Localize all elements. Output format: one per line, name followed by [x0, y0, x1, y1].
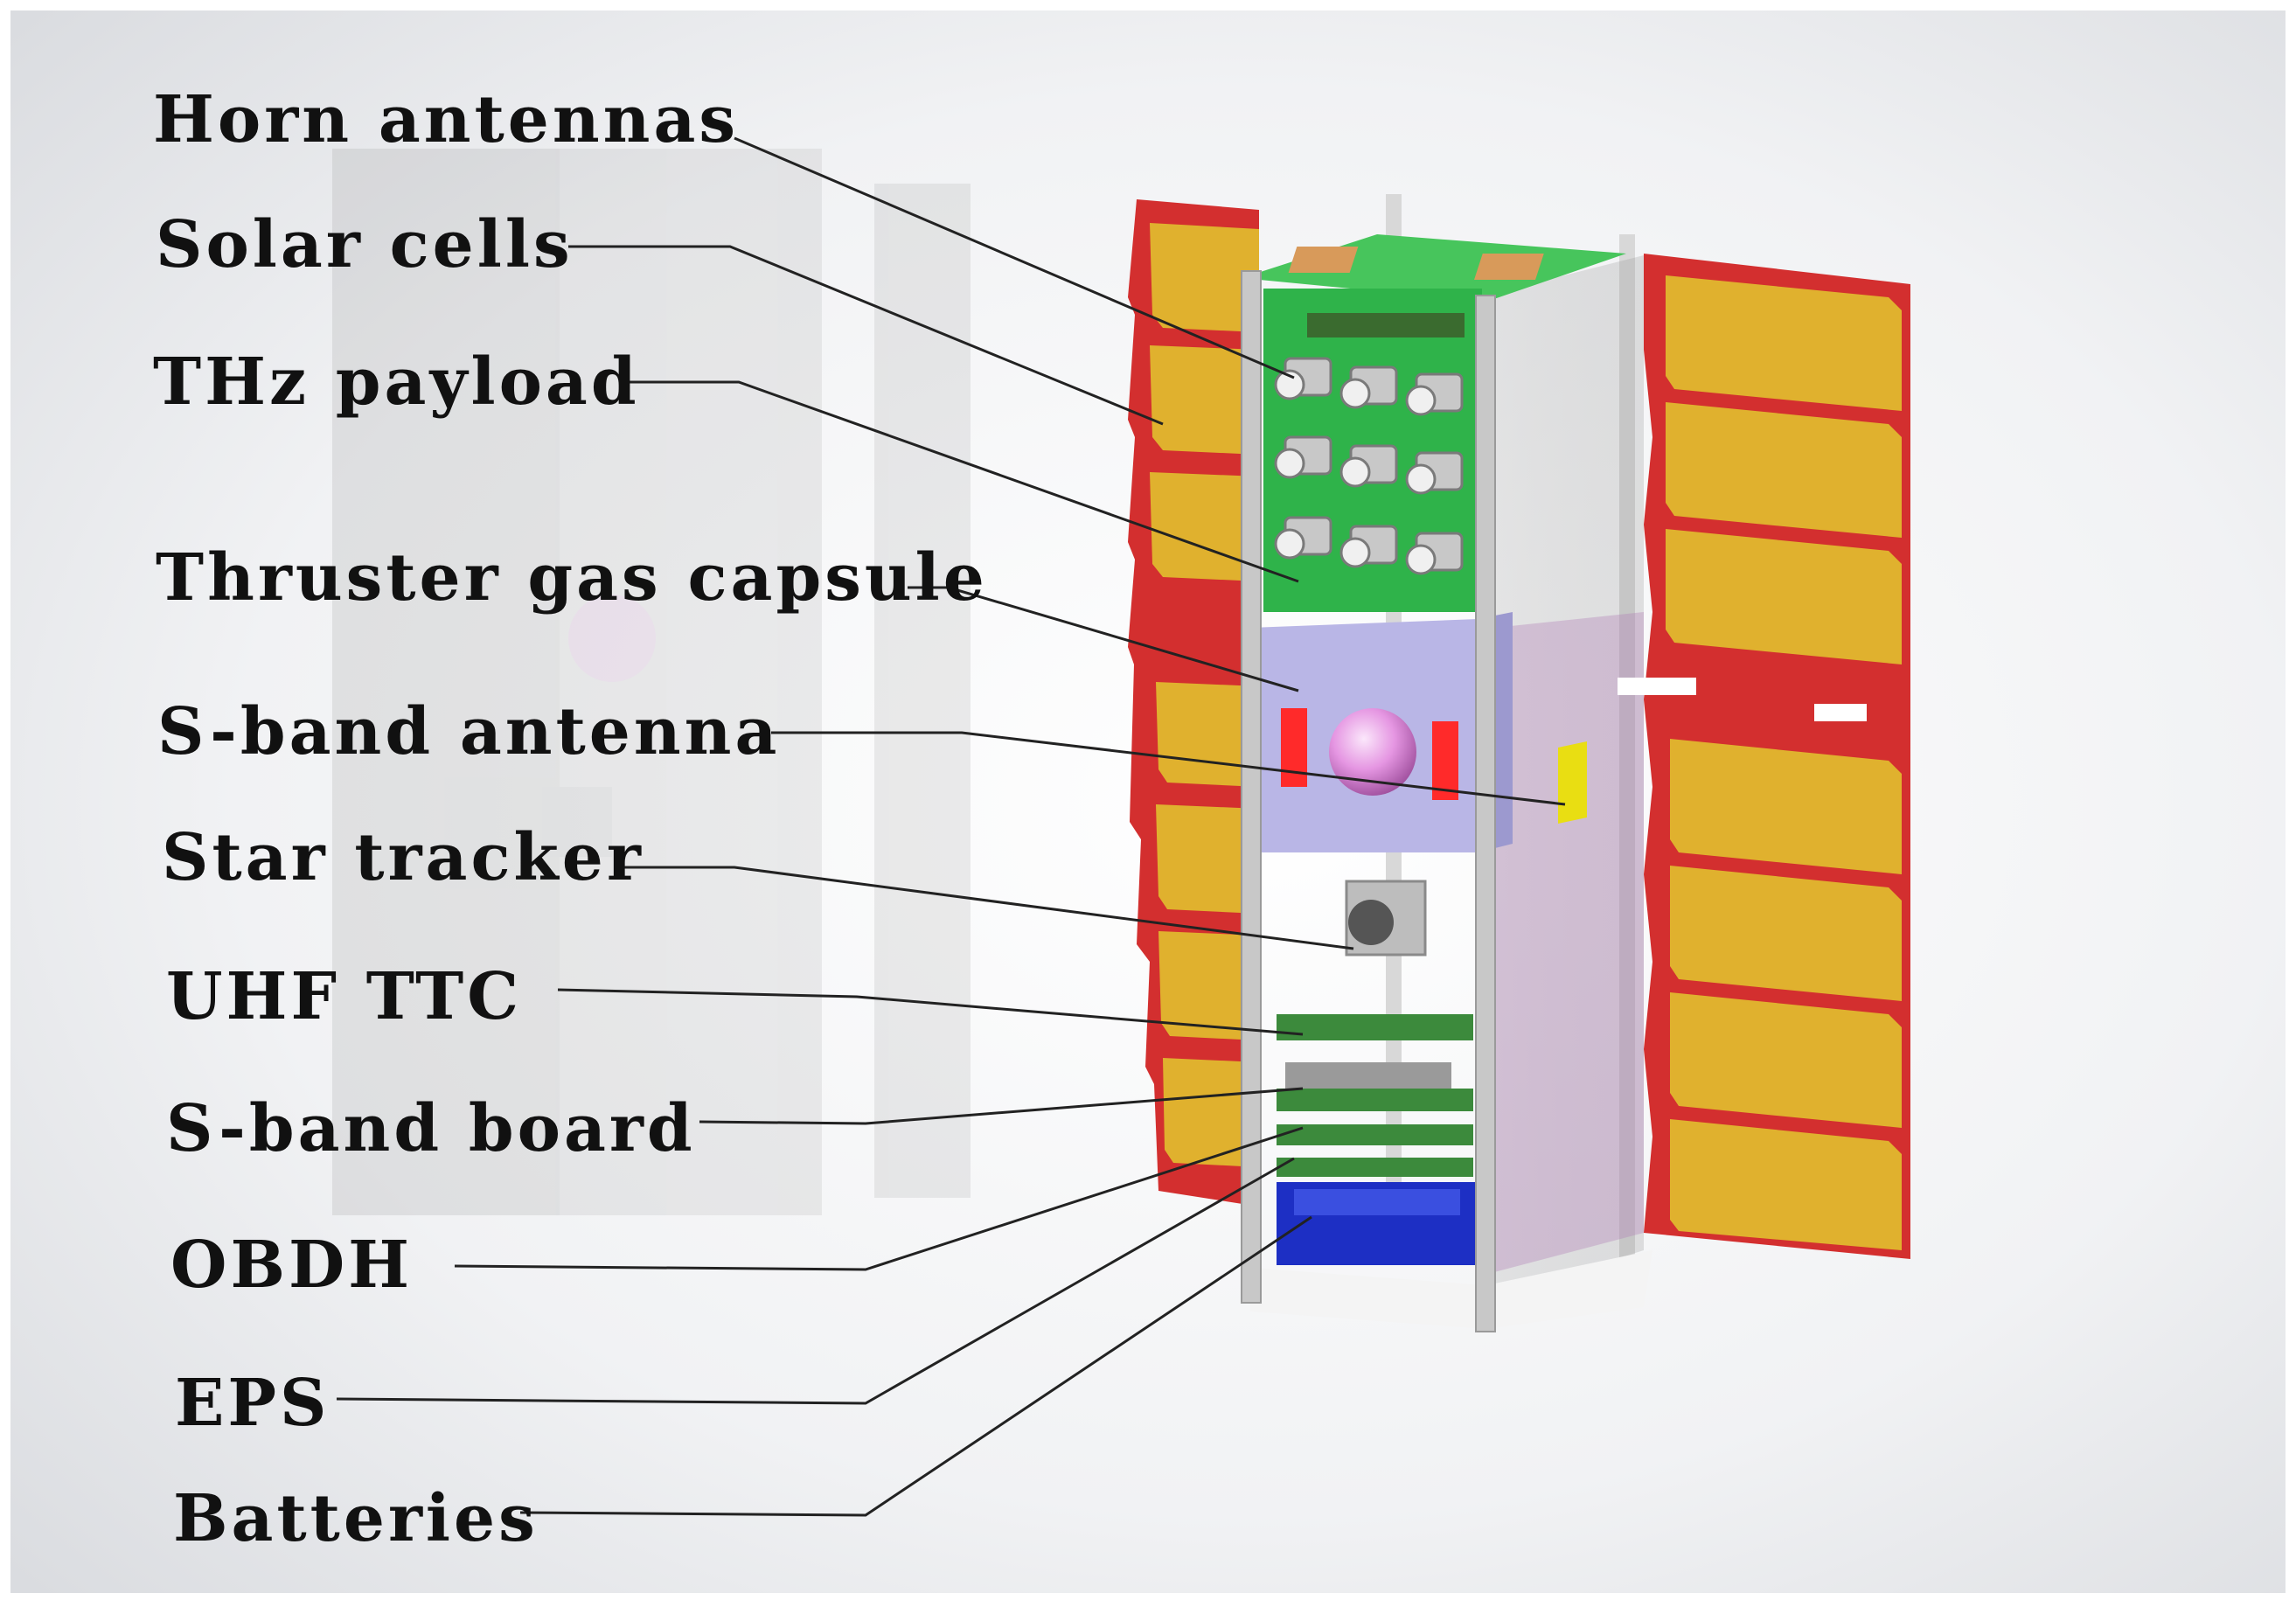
rail — [1475, 295, 1496, 1332]
solar-cell — [1670, 866, 1902, 1001]
leader-line-s-band-antenna — [771, 731, 1566, 806]
cubesat-body — [1241, 194, 1652, 1332]
thruster-nozzle — [1432, 721, 1458, 800]
leader-line-solar-cells — [568, 245, 1164, 426]
solar-cell — [1150, 345, 1259, 455]
solar-cell — [1666, 275, 1902, 411]
left-solar-panel — [1128, 199, 1259, 1207]
horn-antenna — [1405, 451, 1464, 495]
panel-hinge — [1814, 704, 1867, 721]
solar-cell — [1670, 1119, 1902, 1250]
leader-line-batteries — [519, 1215, 1312, 1517]
leader-line-thz-payload — [623, 380, 1299, 583]
solar-cell — [1150, 223, 1259, 332]
solar-cell — [1150, 472, 1259, 581]
s-band-board-module — [1285, 1062, 1451, 1089]
solar-cell — [1156, 682, 1259, 787]
leader-line-horn-antennas — [734, 136, 1295, 379]
label-eps: EPS — [175, 1366, 330, 1441]
solar-cell — [1670, 739, 1902, 874]
leader-line-s-band-board — [699, 1087, 1304, 1125]
solar-cell — [1163, 1058, 1259, 1167]
leader-line-obdh — [454, 1126, 1304, 1271]
s-band-antenna-lens — [1329, 708, 1416, 796]
reflection-ghost — [332, 149, 971, 1215]
horn-antenna — [1274, 516, 1332, 560]
label-thz-payload: THz payload — [153, 344, 640, 420]
label-thruster-gas-capsule: Thruster gas capsule — [156, 540, 988, 616]
bottom-plate — [1250, 1250, 1652, 1329]
horn-antenna — [1274, 357, 1332, 400]
side-panel-tint — [1478, 612, 1644, 1277]
label-obdh: OBDH — [170, 1228, 413, 1303]
batteries-top — [1294, 1189, 1460, 1215]
star-tracker-lens — [1348, 900, 1394, 945]
right-solar-panel — [1618, 254, 1910, 1259]
solar-cell — [1666, 529, 1902, 664]
thruster-nozzle — [1281, 708, 1307, 787]
leader-lines — [336, 136, 1566, 1517]
horn-antenna — [1339, 444, 1398, 488]
horn-antenna — [1274, 435, 1332, 479]
horn-antenna — [1339, 365, 1398, 409]
label-s-band-antenna: S-band antenna — [157, 694, 780, 769]
s-band-antenna-patch — [1558, 741, 1587, 824]
leader-line-thruster-gas-capsule — [908, 586, 1299, 692]
panel-hinge — [1618, 678, 1696, 695]
horn-antenna — [1405, 372, 1464, 416]
copper-patch — [1288, 247, 1359, 273]
thz-connector-strip — [1307, 313, 1465, 337]
right-solar-cells — [1666, 275, 1902, 1250]
label-star-tracker: Star tracker — [162, 820, 644, 895]
leader-line-uhf-ttc — [557, 988, 1304, 1036]
solar-cell — [1156, 804, 1259, 914]
eps-board — [1277, 1158, 1473, 1177]
label-s-band-board: S-band board — [166, 1091, 696, 1166]
obdh-board — [1277, 1124, 1473, 1145]
label-batteries: Batteries — [173, 1481, 539, 1556]
horn-antenna — [1339, 525, 1398, 568]
component-labels: Horn antennas Solar cells THz payload Th… — [153, 82, 988, 1556]
copper-patch — [1474, 254, 1544, 280]
s-band-board — [1277, 1089, 1473, 1111]
left-solar-cells — [1150, 223, 1259, 1167]
leader-line-eps — [336, 1157, 1295, 1405]
solar-cell — [1670, 992, 1902, 1128]
solar-cell — [1666, 402, 1902, 538]
uhf-ttc-board — [1277, 1014, 1473, 1040]
solar-cell — [1158, 931, 1259, 1040]
rail — [1241, 270, 1262, 1304]
horn-antenna-array — [1274, 357, 1464, 575]
horn-antenna — [1405, 532, 1464, 575]
label-uhf-ttc: UHF TTC — [166, 959, 522, 1034]
label-solar-cells: Solar cells — [156, 207, 574, 282]
label-horn-antennas: Horn antennas — [153, 82, 739, 157]
leader-line-star-tracker — [619, 866, 1354, 950]
